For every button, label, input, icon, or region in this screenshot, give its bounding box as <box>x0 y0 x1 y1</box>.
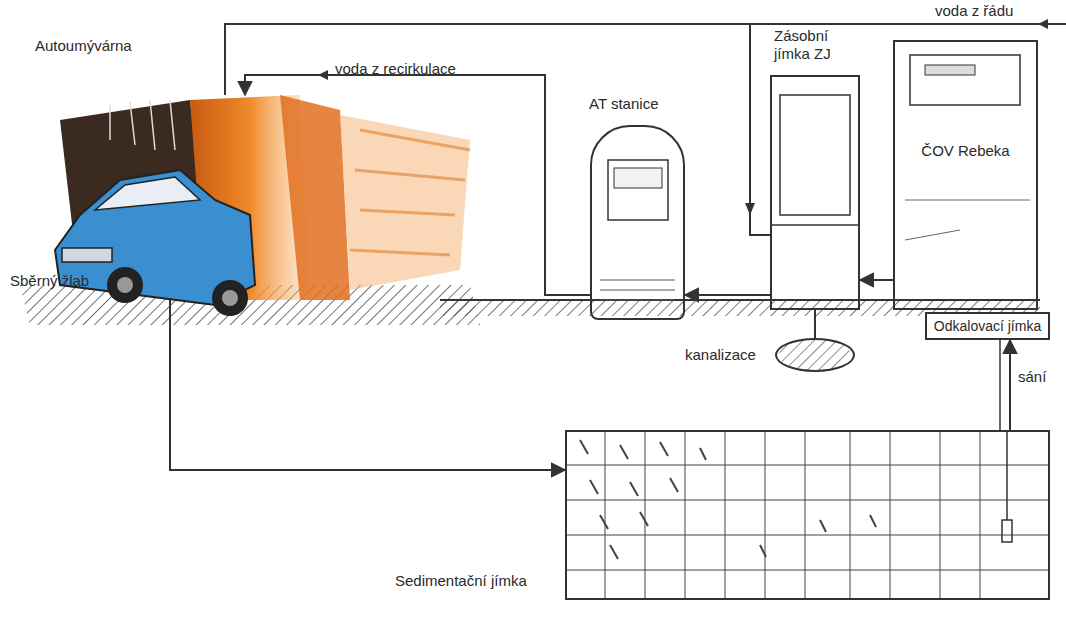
at-screen <box>614 168 662 188</box>
tank-grid <box>565 430 1050 600</box>
pipe-connector <box>245 75 590 295</box>
zj-panel-line <box>770 224 860 226</box>
pipe-connector <box>170 300 565 470</box>
water-spray <box>340 115 470 290</box>
car-wash-area: Autoumývárna <box>50 95 470 300</box>
flow-label: voda z recirkulace <box>335 60 456 78</box>
zj-door <box>780 95 850 215</box>
sewer-manhole: kanalizace <box>775 338 855 372</box>
pipe-connector <box>685 294 770 296</box>
area-heading: Autoumývárna <box>35 37 132 55</box>
pipe-connector <box>1009 340 1011 430</box>
cov-display <box>925 65 975 75</box>
suction-pipe <box>999 340 1001 430</box>
storage-tank: Zásobní jímka ZJ <box>770 75 860 310</box>
sludge-pit: Odkalovací jímka <box>925 312 1050 340</box>
flow-arrow <box>1048 23 1062 25</box>
node-heading: Zásobní jímka ZJ <box>774 27 860 63</box>
node-heading: kanalizace <box>685 346 756 364</box>
flow-arrow <box>745 203 755 215</box>
node-heading: AT stanice <box>589 95 658 113</box>
tank-grid-v <box>605 430 980 600</box>
node-title: Odkalovací jímka <box>927 317 1048 335</box>
suction-pipe <box>1006 430 1008 520</box>
mains-pipe <box>225 24 1066 95</box>
pipe-connector <box>814 310 816 338</box>
node-heading: Sedimentační jímka <box>395 572 527 590</box>
wheel-hub <box>222 290 238 306</box>
at-station: AT stanice <box>590 125 685 320</box>
at-base <box>600 280 675 300</box>
suction-head <box>1002 520 1012 542</box>
flow-label: sání <box>1018 368 1046 386</box>
spray-streaks <box>350 130 470 255</box>
part-label: Sběrný žlab <box>10 272 89 290</box>
ground-line <box>440 299 1040 301</box>
tank-grid-h <box>565 465 1050 570</box>
flow-arrow <box>1038 19 1048 29</box>
wheel-hub <box>117 277 133 293</box>
wash-brush <box>280 95 350 300</box>
treatment-plant: ČOV Rebeka <box>893 40 1038 310</box>
sediment-marks <box>580 440 876 559</box>
car-wheel <box>212 280 248 316</box>
node-title: ČOV Rebeka <box>895 142 1036 160</box>
at-display <box>608 160 668 220</box>
cov-control-panel <box>910 55 1020 105</box>
manhole-grate <box>779 338 851 372</box>
flow-label: voda z řádu <box>935 2 1013 20</box>
sedimentation-tank: Sedimentační jímka <box>565 430 1050 600</box>
car-bumper <box>62 248 112 262</box>
cov-shading <box>905 200 1030 240</box>
water-jets <box>110 100 175 150</box>
car-window <box>95 177 200 210</box>
pipe-connector <box>860 279 893 281</box>
car-wheel <box>107 267 143 303</box>
